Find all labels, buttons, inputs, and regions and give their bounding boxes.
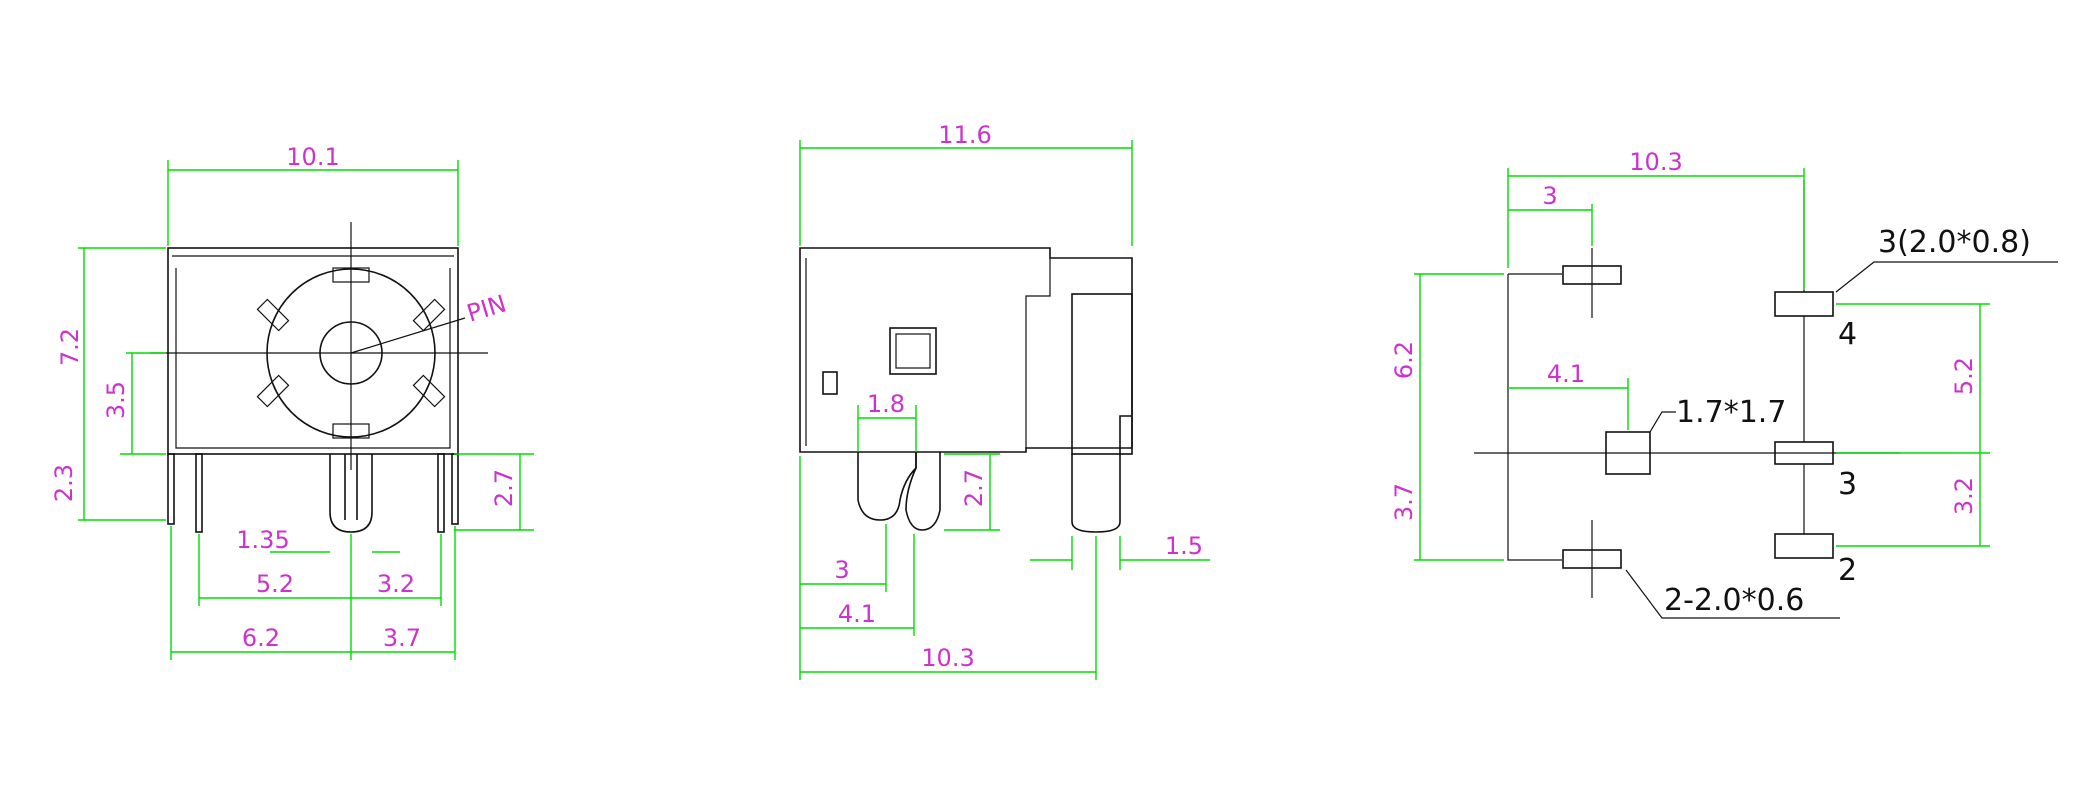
label-front-width: 10.1 <box>286 143 339 171</box>
dim-side-pin2-offset <box>800 534 915 636</box>
label-front-left-pin-offset: 5.2 <box>256 570 294 598</box>
label-side-length: 11.6 <box>938 121 991 149</box>
dim-side-pin1-offset <box>799 456 887 680</box>
footprint-outline <box>1474 273 1900 561</box>
label-side-pin2-offset: 4.1 <box>838 600 876 628</box>
label-front-pin-length: 2.3 <box>50 464 78 502</box>
label-front-right-pin-offset: 3.2 <box>377 570 415 598</box>
front-pins <box>167 453 459 533</box>
side-window-inner <box>895 333 931 369</box>
dim-front-center-height <box>120 352 166 455</box>
dim-footprint-overall <box>1507 168 1805 290</box>
label-side-pin-length: 2.7 <box>960 469 988 507</box>
footprint-square-pad <box>1605 431 1651 475</box>
footprint-pad-left-bottom <box>1562 549 1622 569</box>
left-pads-leader <box>1625 569 1840 619</box>
footprint-pad-right-2 <box>1774 533 1834 559</box>
side-tab <box>1071 415 1132 533</box>
side-window <box>889 327 937 375</box>
footprint-view: 10.3 3 6.2 3.7 4.1 1.7*1.7 3(2.0*0.8) 2-… <box>1390 148 2058 619</box>
label-front-height: 7.2 <box>56 328 84 366</box>
label-front-center-height: 3.5 <box>102 381 130 419</box>
label-front-right-outer-offset: 3.7 <box>383 624 421 652</box>
dim-footprint-pad-offset <box>1508 204 1593 246</box>
label-footprint-lower-pitch: 3.2 <box>1950 477 1978 515</box>
dim-footprint-lower-pitch <box>1836 453 1990 547</box>
side-pin-1 <box>857 452 917 521</box>
label-square-pad: 1.7*1.7 <box>1676 395 1786 430</box>
dim-footprint-row-span <box>1414 273 1504 453</box>
front-body-inner-line <box>172 255 454 449</box>
label-right-pads: 3(2.0*0.8) <box>1878 225 2031 260</box>
right-pads-leader <box>1835 261 2058 293</box>
dim-footprint-center-offset <box>1508 378 1629 430</box>
label-side-pin-width: 1.8 <box>867 390 905 418</box>
label-footprint-pad-offset: 3 <box>1542 182 1557 210</box>
dim-side-tab-offset <box>800 536 1097 680</box>
label-side-tab-offset: 10.3 <box>921 644 974 672</box>
label-left-pads: 2-2.0*0.6 <box>1664 583 1804 618</box>
footprint-pad-right-4 <box>1774 291 1834 317</box>
front-centerlines <box>150 222 488 470</box>
side-small-hole <box>822 371 838 395</box>
dim-front-right-pin-length <box>454 453 534 531</box>
dim-side-tab-width <box>1030 536 1210 570</box>
side-tab-housing <box>1071 293 1133 455</box>
label-footprint-center-offset: 4.1 <box>1547 360 1585 388</box>
dim-front-width <box>167 160 459 246</box>
footprint-pad-left-top <box>1562 265 1622 285</box>
dim-front-pin-offsets <box>198 534 442 660</box>
dim-side-pin-width <box>857 405 917 452</box>
pad-number-3: 3 <box>1838 467 1857 502</box>
side-body-outline <box>799 247 1133 453</box>
dim-footprint-lower-span <box>1414 453 1504 561</box>
dim-footprint-upper-pitch <box>1836 303 1990 454</box>
label-side-tab-width: 1.5 <box>1165 532 1203 560</box>
label-footprint-lower-span: 3.7 <box>1390 483 1418 521</box>
label-front-right-pin-length: 2.7 <box>490 469 518 507</box>
side-body-inner-lines <box>805 258 1051 448</box>
pad-number-2: 2 <box>1838 553 1857 588</box>
side-view: 11.6 1.8 2.7 1.5 3 4.1 10.3 <box>799 121 1210 680</box>
pin-leader <box>350 317 466 354</box>
label-side-pin1-offset: 3 <box>834 556 849 584</box>
front-body-outline <box>167 247 459 455</box>
label-footprint-upper-pitch: 5.2 <box>1950 357 1978 395</box>
square-pad-leader <box>1649 411 1676 433</box>
label-footprint-row-span: 6.2 <box>1390 341 1418 379</box>
pad-number-4: 4 <box>1838 317 1857 352</box>
dim-side-pin-length <box>944 453 1000 531</box>
label-front-pin-width: 1.35 <box>236 526 289 554</box>
dim-front-height <box>78 247 166 454</box>
dim-front-outer-offsets <box>170 526 456 660</box>
label-front-left-outer-offset: 6.2 <box>242 624 280 652</box>
label-footprint-overall: 10.3 <box>1629 148 1682 176</box>
dim-side-length <box>799 140 1133 246</box>
dim-front-pin-length <box>78 454 166 521</box>
side-pin-2 <box>905 452 941 531</box>
label-pin: PIN <box>464 289 510 327</box>
front-view: 10.1 7.2 3.5 2.3 2.7 PIN 1.35 5.2 3.2 6.… <box>50 143 534 660</box>
